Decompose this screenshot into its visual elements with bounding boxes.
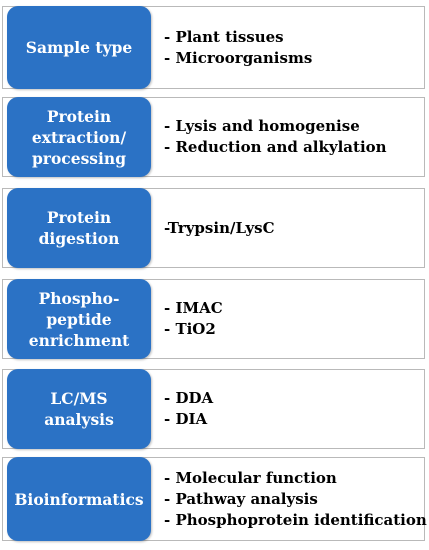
stage-item: - Molecular function (164, 468, 337, 487)
stage-item: - Reduction and alkylation (164, 138, 387, 156)
stage-item: - Phosphoprotein identification (164, 510, 427, 529)
stage-item: - DDA (164, 389, 214, 407)
stage-row-bioinformatics: Bioinformatics - Molecular function - Pa… (2, 457, 427, 541)
stage-row-protein-digestion: Protein digestion -Trypsin/LysC (2, 188, 425, 268)
stage-items: - Lysis and homogenise - Reduction and a… (164, 97, 425, 177)
stage-label: Protein extraction/ processing (31, 106, 127, 168)
stage-item: - TiO2 (164, 320, 216, 338)
stage-row-sample-type: Sample type - Plant tissues - Microorgan… (2, 6, 425, 89)
stage-item: - Plant tissues (164, 27, 284, 46)
stage-item: - Lysis and homogenise (164, 117, 360, 135)
stage-box-lcms-analysis: LC/MS analysis (7, 369, 151, 449)
stage-label: Protein digestion (38, 208, 120, 248)
stage-label: Phospho- peptide enrichment (28, 288, 130, 350)
stage-label: Sample type (25, 38, 133, 57)
stage-items: - Plant tissues - Microorganisms (164, 6, 425, 89)
stage-label: Bioinformatics (14, 489, 144, 509)
stage-row-phosphopeptide-enrichment: Phospho- peptide enrichment - IMAC - TiO… (2, 279, 425, 359)
stage-items: - IMAC - TiO2 (164, 279, 425, 359)
stage-items: -Trypsin/LysC (164, 188, 425, 268)
stage-item: -Trypsin/LysC (164, 218, 275, 237)
stage-box-protein-digestion: Protein digestion (7, 188, 151, 268)
stage-item: - DIA (164, 410, 208, 428)
stage-label: LC/MS analysis (44, 389, 114, 429)
stage-box-protein-extraction: Protein extraction/ processing (7, 97, 151, 177)
stage-box-bioinformatics: Bioinformatics (7, 457, 151, 541)
stage-item: - IMAC (164, 299, 223, 317)
stage-item: - Pathway analysis (164, 489, 318, 508)
stage-box-phosphopeptide-enrichment: Phospho- peptide enrichment (7, 279, 151, 359)
stage-items: - DDA - DIA (164, 369, 425, 449)
stage-item: - Microorganisms (164, 48, 313, 67)
stage-row-protein-extraction: Protein extraction/ processing - Lysis a… (2, 97, 425, 177)
stage-items: - Molecular function - Pathway analysis … (164, 457, 427, 541)
stage-row-lcms-analysis: LC/MS analysis - DDA - DIA (2, 369, 425, 449)
stage-box-sample-type: Sample type (7, 6, 151, 89)
